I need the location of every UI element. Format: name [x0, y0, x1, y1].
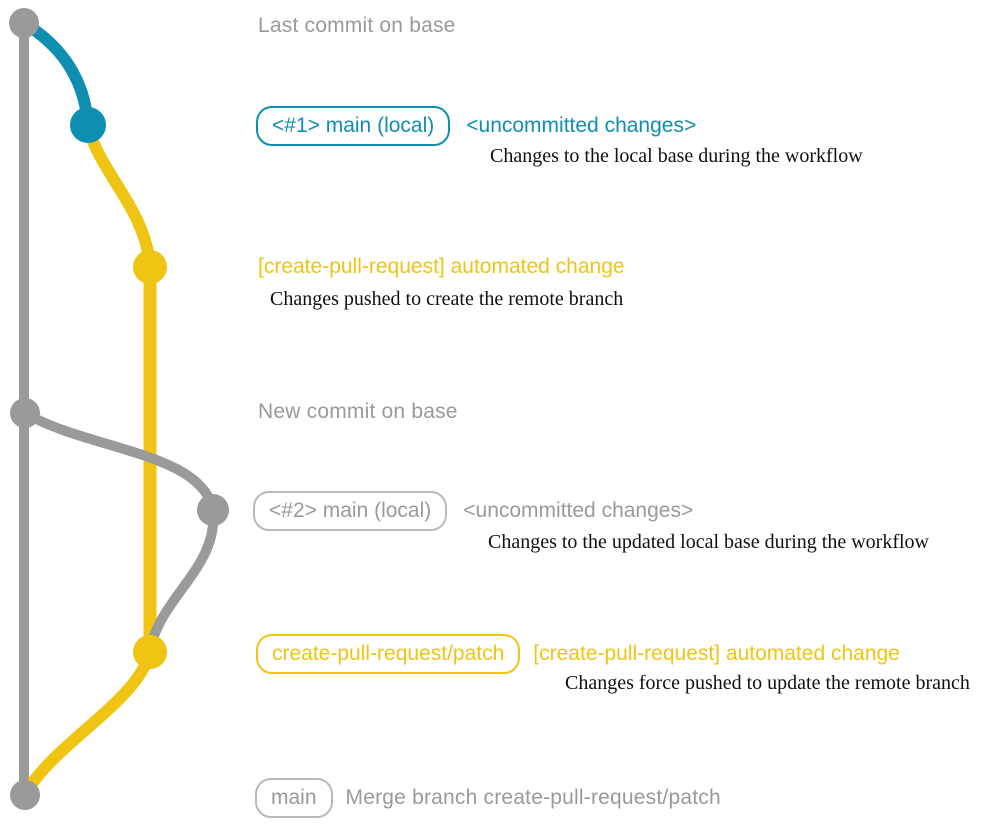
commit-dot-local-main-1 — [70, 107, 106, 143]
caption-local-base: Changes to the local base during the wor… — [490, 145, 863, 167]
annotation-patch-branch: create-pull-request/patch [create-pull-r… — [256, 634, 900, 675]
annotation-main-local-1: <#1> main (local) <uncommitted changes> — [256, 106, 697, 147]
caption-force-pushed: Changes force pushed to update the remot… — [565, 672, 970, 694]
commit-dot-merge — [10, 780, 40, 810]
caption-pushed-create: Changes pushed to create the remote bran… — [270, 288, 624, 310]
commit-dot-patch-1 — [133, 250, 167, 284]
rebase-edge-out — [22, 408, 218, 512]
uncommitted-changes-title-1: <uncommitted changes> — [466, 114, 697, 138]
annotation-main-local-2: <#2> main (local) <uncommitted changes> — [253, 491, 694, 532]
new-commit-label: New commit on base — [258, 400, 458, 423]
branch-badge-main-local-2: <#2> main (local) — [253, 491, 448, 532]
git-graph-canvas — [9, 8, 229, 810]
merge-edge — [19, 650, 156, 798]
annotation-automated-change-1: [create-pull-request] automated change — [258, 255, 625, 279]
last-commit-label: Last commit on base — [258, 14, 456, 37]
annotation-merge: main Merge branch create-pull-request/pa… — [255, 778, 721, 819]
commit-dot-new-base — [10, 398, 40, 428]
automated-change-title-2: [create-pull-request] automated change — [533, 642, 900, 666]
patch-branch-edge-top — [82, 123, 156, 268]
branch-badge-main: main — [255, 778, 333, 819]
automated-change-title-1: [create-pull-request] automated change — [258, 255, 625, 278]
commit-dot-local-main-2 — [197, 494, 229, 526]
annotation-new-commit-on-base: New commit on base — [258, 400, 458, 424]
branch-badge-patch: create-pull-request/patch — [256, 634, 521, 675]
commit-dot-last-base — [9, 8, 39, 38]
commit-dot-patch-2 — [133, 635, 167, 669]
local-main-edge — [20, 17, 94, 126]
branch-badge-main-local-1: <#1> main (local) — [256, 106, 451, 147]
caption-updated-local-base: Changes to the updated local base during… — [488, 531, 929, 553]
uncommitted-changes-title-2: <uncommitted changes> — [463, 499, 694, 523]
annotation-last-commit-on-base: Last commit on base — [258, 14, 456, 38]
merge-branch-label: Merge branch create-pull-request/patch — [345, 786, 721, 810]
rebase-edge-in — [145, 509, 219, 653]
